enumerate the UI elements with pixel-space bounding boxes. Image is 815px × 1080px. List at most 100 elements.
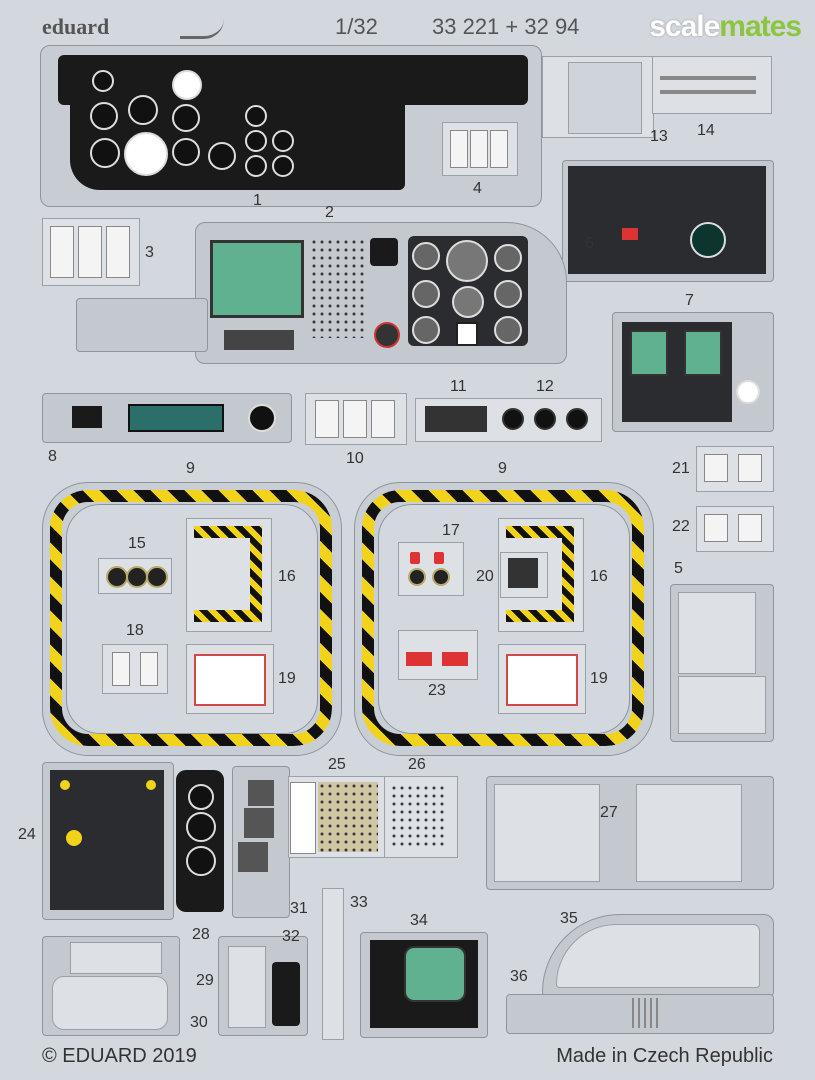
placard bbox=[112, 652, 130, 686]
part-number-17: 17 bbox=[442, 522, 460, 539]
gauge-icon bbox=[272, 155, 294, 177]
placard bbox=[704, 454, 728, 482]
gauge-icon bbox=[452, 286, 484, 318]
gauge-icon bbox=[92, 70, 114, 92]
knob-icon bbox=[374, 322, 400, 348]
part-number-1: 1 bbox=[253, 192, 262, 209]
placard bbox=[315, 400, 339, 438]
part-number-10: 10 bbox=[346, 450, 364, 467]
part-number-3: 3 bbox=[145, 244, 154, 261]
part-25-breaker-array bbox=[318, 782, 378, 852]
warning-light bbox=[146, 780, 156, 790]
warning-placard bbox=[194, 654, 266, 706]
placard bbox=[371, 400, 395, 438]
part-31-box bbox=[238, 842, 268, 872]
part-number-27: 27 bbox=[600, 804, 618, 821]
knob-icon bbox=[502, 408, 524, 430]
display-screen bbox=[684, 330, 722, 376]
gauge-icon bbox=[412, 242, 440, 270]
placard bbox=[343, 400, 367, 438]
red-placard bbox=[406, 652, 432, 666]
gauge-icon bbox=[208, 142, 236, 170]
switch-array bbox=[310, 238, 364, 338]
knob-icon bbox=[126, 566, 148, 588]
gauge-icon bbox=[446, 240, 488, 282]
part-29-upper bbox=[70, 942, 162, 974]
part-number-9: 9 bbox=[498, 460, 507, 477]
part-number-30: 30 bbox=[190, 1014, 208, 1031]
hsi-icon bbox=[124, 132, 168, 176]
part-number-24: 24 bbox=[18, 826, 36, 843]
part-number-14: 14 bbox=[697, 122, 715, 139]
gauge-icon bbox=[690, 222, 726, 258]
part-number-11: 11 bbox=[450, 378, 467, 395]
knob-icon bbox=[432, 568, 450, 586]
control-box bbox=[370, 238, 398, 266]
part-16-bracket-cutout bbox=[194, 538, 250, 610]
gauge-icon bbox=[172, 104, 200, 132]
placard bbox=[704, 514, 728, 542]
knob-icon bbox=[146, 566, 168, 588]
part-32-keypad bbox=[272, 962, 300, 1026]
placard bbox=[140, 652, 158, 686]
knob-icon bbox=[408, 568, 426, 586]
part-number-13: 13 bbox=[650, 128, 668, 145]
warning-light bbox=[434, 552, 444, 564]
gauge-icon bbox=[186, 846, 216, 876]
part-number-16: 16 bbox=[590, 568, 608, 585]
part-number-32: 32 bbox=[282, 928, 300, 945]
part-number-12: 12 bbox=[536, 378, 554, 395]
origin-text: Made in Czech Republic bbox=[556, 1045, 773, 1067]
part-25-white-strip bbox=[290, 782, 316, 854]
warning-light bbox=[60, 780, 70, 790]
part-6-black-panel bbox=[568, 166, 766, 274]
part-number-35: 35 bbox=[560, 910, 578, 927]
mfd-screen bbox=[210, 240, 304, 318]
part-8-lcd bbox=[128, 404, 224, 432]
part-35-inner bbox=[556, 924, 760, 988]
part-11-switch-panel bbox=[425, 406, 487, 432]
part-number-25: 25 bbox=[328, 756, 346, 773]
part-33-strip bbox=[322, 888, 344, 1040]
copyright-text: © EDUARD 2019 bbox=[42, 1045, 197, 1067]
gauge-icon bbox=[90, 102, 118, 130]
gauge-icon bbox=[248, 404, 276, 432]
placard bbox=[106, 226, 130, 278]
part-8-display bbox=[72, 406, 102, 428]
gauge-icon bbox=[272, 130, 294, 152]
placard bbox=[450, 130, 468, 168]
part-number-20: 20 bbox=[476, 568, 494, 585]
part-27-right-section bbox=[636, 784, 742, 882]
knob-icon bbox=[534, 408, 556, 430]
display-screen bbox=[404, 946, 466, 1002]
part-number-26: 26 bbox=[408, 756, 426, 773]
placard bbox=[490, 130, 508, 168]
part-number-19: 19 bbox=[590, 670, 608, 687]
part-number-21: 21 bbox=[672, 460, 690, 477]
part-17 bbox=[398, 542, 464, 596]
part-30-lower bbox=[52, 976, 168, 1030]
part-20-control bbox=[508, 558, 538, 588]
part-number-29: 29 bbox=[196, 972, 214, 989]
gauge-icon bbox=[186, 812, 216, 842]
part-number-33: 33 bbox=[350, 894, 368, 911]
warning-light bbox=[66, 830, 82, 846]
part-number-9: 9 bbox=[186, 460, 195, 477]
gauge-icon bbox=[245, 155, 267, 177]
part-1-black-panel-lower bbox=[70, 95, 405, 190]
part-14-panel bbox=[652, 56, 772, 114]
zoom-logo bbox=[180, 18, 224, 39]
scale-label: 1/32 bbox=[335, 14, 378, 39]
part-number-22: 22 bbox=[672, 518, 690, 535]
brand-logo: eduard bbox=[42, 14, 110, 39]
part-27-left-section bbox=[494, 784, 600, 882]
gauge-icon bbox=[412, 280, 440, 308]
placard bbox=[738, 514, 762, 542]
toggle-box bbox=[224, 330, 294, 350]
part-number-7: 7 bbox=[685, 292, 694, 309]
gauge-icon bbox=[412, 316, 440, 344]
part-number-18: 18 bbox=[126, 622, 144, 639]
warning-light bbox=[622, 228, 638, 240]
part-number-16: 16 bbox=[278, 568, 296, 585]
warning-light bbox=[410, 552, 420, 564]
